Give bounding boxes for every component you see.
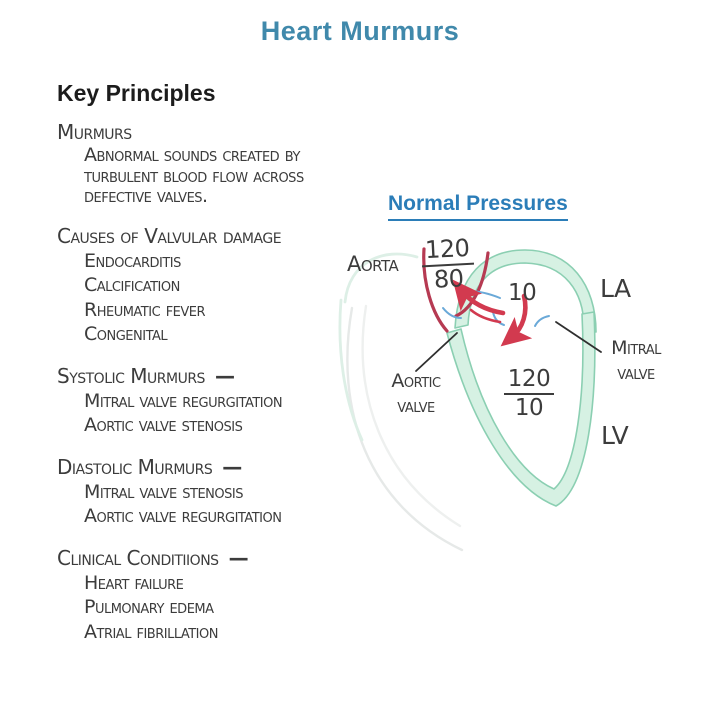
normal-pressures-heading: Normal Pressures: [388, 192, 568, 221]
list-item: Aortic valve stenosis: [84, 414, 243, 436]
list-item: Atrial fibrillation: [84, 620, 218, 643]
list-item: Rheumatic fever: [84, 298, 206, 321]
section-items: Abnormal sounds created by turbulent blo…: [57, 145, 357, 207]
lv-diastolic-value: 10: [514, 395, 544, 421]
page-title: Heart Murmurs: [260, 16, 460, 46]
mitral-valve-pointer-line: [555, 321, 602, 353]
section-heading: Murmurs: [57, 120, 357, 145]
section-dash: —: [228, 545, 249, 570]
mitral-valve-label-line2: valve: [617, 362, 655, 384]
section-heading: Clinical Conditiions —: [57, 546, 357, 571]
aortic-valve-label-line2: valve: [397, 395, 435, 417]
list-item: Pulmonary edema: [84, 596, 214, 618]
left-ventricle-shape: [446, 311, 596, 507]
mitral-valve-label: Mitral valve: [596, 336, 676, 386]
section-heading: Causes of Valvular damage: [57, 224, 357, 249]
section-murmurs: Murmurs Abnormal sounds created by turbu…: [57, 120, 357, 207]
section-heading-text: Clinical Conditiions: [57, 545, 219, 570]
faint-left-edge-arc: [338, 298, 364, 442]
section-heading: Diastolic Murmurs —: [57, 455, 357, 480]
section-items: Heart failure Pulmonary edema Atrial fib…: [57, 571, 357, 645]
section-items: Mitral valve stenosis Aortic valve regur…: [57, 480, 357, 529]
aorta-label: Aorta: [347, 252, 399, 276]
lv-pressure-value: 120 10: [501, 366, 557, 421]
section-heading-text: Murmurs: [57, 120, 132, 144]
murmurs-definition: Abnormal sounds created by turbulent blo…: [84, 144, 304, 207]
aortic-valve-leaflet-icon: [442, 307, 462, 319]
aorta-wall-left: [422, 247, 449, 333]
faint-right-heart-arc: [346, 306, 464, 552]
section-dash: —: [222, 454, 242, 479]
mitral-valve-label-line1: Mitral: [611, 337, 661, 359]
list-item: Endocarditis: [84, 249, 181, 272]
aortic-valve-label-line1: Aortic: [391, 370, 441, 392]
faint-right-heart-arc-inner: [361, 304, 462, 528]
flow-arrow-lv-to-aorta-secondary: [469, 308, 502, 324]
aorta-systolic-value: 120: [420, 234, 475, 268]
flow-arrow-la-to-lv: [500, 293, 533, 347]
section-clinical: Clinical Conditiions — Heart failure Pulm…: [57, 546, 357, 645]
section-heading-text: Diastolic Murmurs: [57, 454, 213, 479]
la-pressure-value: 10: [508, 280, 537, 306]
section-items: Mitral valve regurgitation Aortic valve …: [57, 389, 357, 438]
lv-systolic-value: 120: [503, 366, 555, 395]
heart-diagram: [338, 247, 602, 552]
key-principles-heading: Key Principles: [57, 80, 216, 106]
aorta-pressure-value: 120 80: [419, 234, 478, 295]
mitral-leaflet-right-icon: [534, 315, 550, 327]
aorta-diastolic-value: 80: [433, 264, 465, 294]
la-label: LA: [600, 274, 631, 303]
list-item: Aortic valve regurgitation: [84, 505, 282, 527]
section-diastolic: Diastolic Murmurs — Mitral valve stenosis…: [57, 455, 357, 529]
list-item: Mitral valve regurgitation: [84, 389, 283, 412]
list-item: Calcification: [84, 274, 180, 296]
aortic-valve-label: Aortic valve: [381, 369, 451, 419]
section-dash: —: [214, 363, 235, 388]
section-heading-text: Causes of Valvular damage: [57, 223, 282, 248]
list-item: Mitral valve stenosis: [84, 480, 243, 503]
section-causes: Causes of Valvular damage Endocarditis C…: [57, 224, 357, 347]
list-item: Heart failure: [84, 571, 184, 594]
section-heading: Systolic Murmurs —: [57, 364, 357, 389]
faint-pulmonary-arc: [343, 252, 419, 304]
aortic-valve-pointer-line: [415, 332, 458, 372]
list-item: Congenital: [84, 323, 168, 345]
lv-label: LV: [601, 421, 629, 450]
section-heading-text: Systolic Murmurs: [57, 363, 205, 388]
key-principles-notes: Murmurs Abnormal sounds created by turbu…: [57, 120, 357, 661]
section-items: Endocarditis Calcification Rheumatic fev…: [57, 249, 357, 347]
flow-arrow-lv-to-aorta: [452, 279, 506, 316]
section-systolic: Systolic Murmurs — Mitral valve regurgita…: [57, 364, 357, 438]
left-atrium-shape: [454, 249, 597, 333]
